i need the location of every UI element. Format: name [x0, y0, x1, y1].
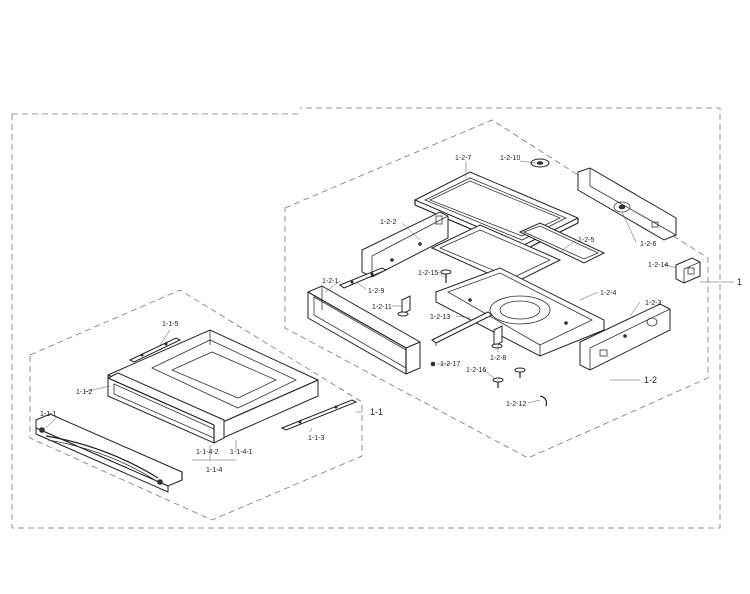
- label-1-1-4-1: 1-1-4-1: [230, 449, 253, 456]
- label-1-2-4: 1-2-4: [600, 290, 616, 297]
- label-1-2-8: 1-2-8: [490, 355, 506, 362]
- part-1-2-8-clip: [491, 325, 503, 349]
- label-1-1-1: 1-1-1: [40, 411, 56, 418]
- part-1-2-10-clip: [530, 158, 550, 168]
- label-1-2-5: 1-2-5: [578, 237, 594, 244]
- part-1-2-12-ring: [539, 395, 547, 407]
- label-1-2-2: 1-2-2: [380, 219, 396, 226]
- label-1-2-6: 1-2-6: [640, 241, 656, 248]
- label-1-2-10: 1-2-10: [500, 155, 520, 162]
- part-1-2-15-screw: [440, 269, 452, 283]
- part-1-2-14-bracket: [675, 257, 701, 284]
- part-1-2-13-rail: [431, 311, 493, 346]
- assembly-1-1-boundary: [29, 289, 363, 521]
- part-1-2-17-screw: [430, 361, 436, 367]
- assembly-1-boundary: [11, 107, 721, 529]
- label-1-2-16: 1-2-16: [466, 367, 486, 374]
- part-1-2-4-base-tray: [435, 267, 605, 357]
- label-1-1-4: 1-1-4: [206, 467, 222, 474]
- part-1-1-3-rail: [280, 399, 358, 431]
- part-1-2-3-side-panel: [579, 303, 671, 371]
- part-1-2-2-side-bracket: [361, 211, 449, 278]
- label-1-1-4-2: 1-1-4-2: [196, 449, 219, 456]
- part-1-1-2-front-frame: [107, 372, 225, 444]
- assembly-1-2-boundary: [284, 119, 709, 459]
- label-1-2-9: 1-2-9: [368, 288, 384, 295]
- label-1-1-2: 1-1-2: [76, 389, 92, 396]
- label-1-2-7: 1-2-7: [455, 155, 471, 162]
- part-1-2-5-inner-panel: [430, 222, 606, 285]
- part-1-2-11-clip: [397, 295, 411, 317]
- label-1-2-11: 1-2-11: [372, 304, 392, 311]
- part-1-1-5-rail: [128, 337, 182, 363]
- label-1-1: 1-1: [370, 407, 383, 417]
- label-1-2: 1-2: [644, 375, 657, 385]
- label-1-2-12: 1-2-12: [506, 401, 526, 408]
- part-1-1-1-front-panel: [35, 413, 183, 493]
- label-1-1-5: 1-1-5: [162, 321, 178, 328]
- label-1-2-14: 1-2-14: [648, 262, 668, 269]
- part-1-2-16-foot: [492, 367, 526, 388]
- label-1-2-15: 1-2-15: [418, 270, 438, 277]
- label-1-2-1: 1-2-1: [322, 278, 338, 285]
- leader-lines: [45, 160, 734, 461]
- label-1-2-13: 1-2-13: [430, 314, 450, 321]
- label-1-1-3: 1-1-3: [308, 435, 324, 442]
- part-1-2-6-rear-panel: [577, 167, 677, 241]
- label-1: 1: [737, 277, 742, 287]
- label-1-2-3: 1-2-3: [645, 300, 661, 307]
- part-1-2-1-front-frame: [307, 285, 421, 375]
- part-1-2-9-rail: [338, 267, 388, 289]
- label-1-2-17: 1-2-17: [440, 361, 460, 368]
